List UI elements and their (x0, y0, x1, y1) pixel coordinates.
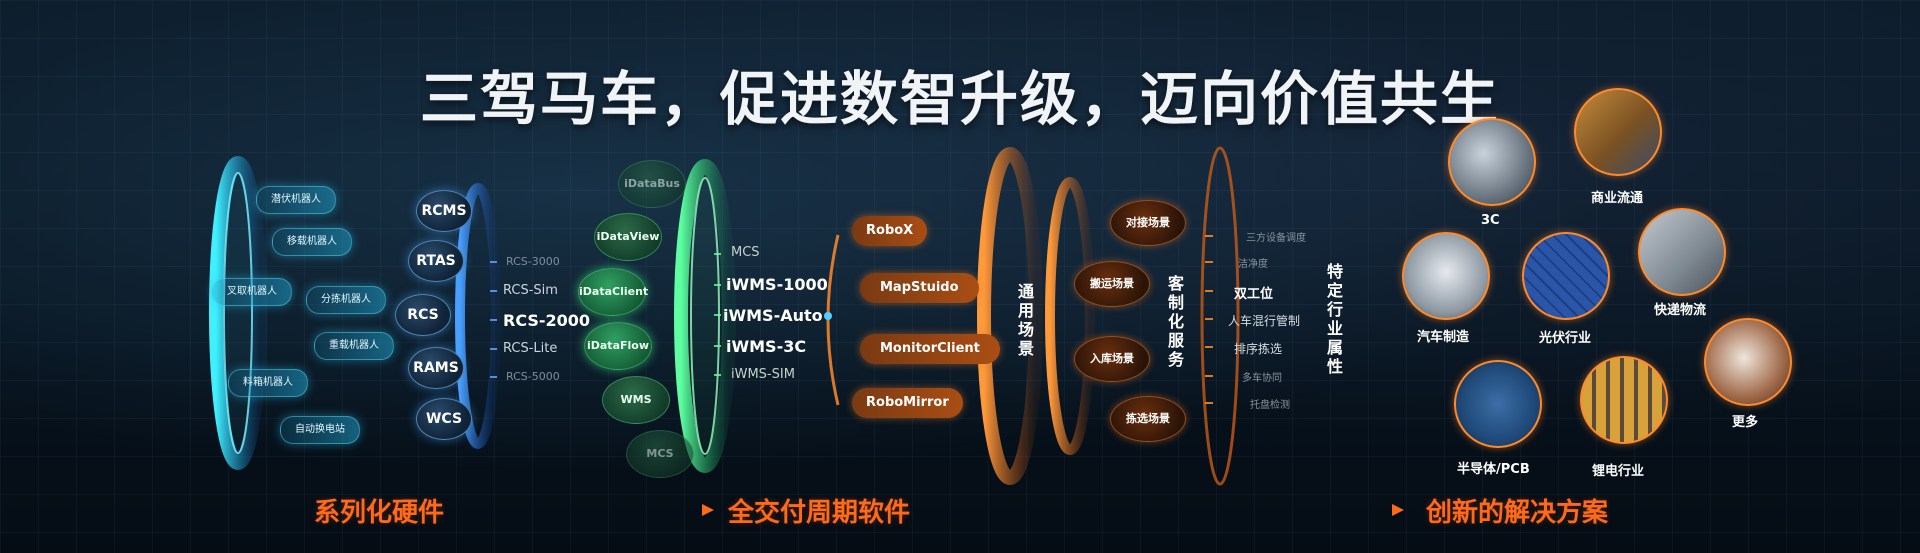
custom-service-label: 客制化服务 (1167, 274, 1184, 369)
industry-attribute-label: 特定行业属性 (1326, 262, 1343, 376)
industry-image-semiconductor (1454, 360, 1542, 448)
service-item: 排序拣选 (1234, 342, 1283, 356)
tool-pill: MapStuido (860, 273, 979, 303)
system-bubble: RCS (395, 294, 451, 336)
industry-image-solar (1522, 232, 1610, 320)
bottom-arrow-2-head (1392, 504, 1404, 516)
solution-ring-2 (1045, 177, 1095, 455)
rcs-item: RCS-Lite (503, 341, 558, 356)
rcs-item-highlight: RCS-2000 (503, 311, 591, 330)
industry-image-3c (1448, 118, 1536, 206)
service-item: 多车协同 (1242, 373, 1282, 384)
solution-ring-1 (977, 147, 1043, 485)
system-bubble: RAMS (408, 347, 464, 389)
industry-label: 汽车制造 (1417, 330, 1470, 345)
general-scene-label: 通用场景 (1017, 282, 1034, 358)
rcs-item: RCS-3000 (506, 255, 560, 268)
tools-arc (826, 234, 840, 406)
page-title: 三驾马车，促进数智升级，迈向价值共生 (419, 65, 1500, 133)
wms-ticks (714, 253, 721, 376)
robot-pill: 料箱机器人 (228, 369, 308, 397)
bottom-label-solution: 创新的解决方案 (1426, 498, 1609, 528)
rcs-item: RCS-5000 (506, 370, 560, 383)
tool-pill: MonitorClient (860, 334, 1000, 364)
tools-arc-dot (824, 312, 832, 320)
wms-item: MCS (731, 245, 760, 260)
hardware-ring (209, 156, 267, 470)
system-bubble: WCS (416, 398, 472, 440)
industry-label: 3C (1481, 213, 1500, 228)
software-bubble: iDataBus (618, 160, 686, 208)
software-ring (674, 159, 736, 473)
robot-pill: 移载机器人 (272, 228, 352, 256)
software-bubble: iDataFlow (584, 322, 652, 370)
software-bubble: MCS (626, 430, 694, 478)
scene-bubble: 搬运场景 (1074, 261, 1150, 307)
industry-image-lithium (1580, 356, 1668, 444)
wms-item: iWMS-1000 (726, 275, 828, 294)
service-item: 洁净度 (1238, 259, 1268, 270)
tool-pill: RoboX (852, 216, 928, 246)
software-bubble: WMS (602, 376, 670, 424)
robot-pill: 叉取机器人 (212, 278, 292, 306)
tool-pill: RoboMirror (852, 388, 963, 418)
industry-label: 更多 (1732, 415, 1759, 430)
wms-item: iWMS-3C (726, 337, 807, 356)
rcs-ticks (490, 261, 497, 378)
industry-label: 商业流通 (1591, 191, 1644, 206)
industry-label: 锂电行业 (1592, 464, 1645, 479)
service-item: 双工位 (1234, 287, 1274, 302)
service-item: 托盘检测 (1250, 400, 1290, 411)
rcs-item: RCS-Sim (503, 283, 558, 298)
service-item: 人车混行管制 (1228, 314, 1301, 328)
scene-bubble: 对接场景 (1110, 200, 1186, 246)
software-bubble: iDataClient (578, 268, 648, 316)
hardware-ring-inner (223, 172, 253, 454)
scene-bubble: 拣选场景 (1110, 396, 1186, 442)
bottom-label-software: 全交付周期软件 (728, 498, 911, 528)
bottom-arrow-1-head (702, 504, 714, 516)
industry-image-auto (1402, 232, 1490, 320)
system-bubble: RTAS (408, 240, 464, 282)
scene-bubble: 入库场景 (1074, 336, 1150, 382)
rcs-ring (455, 183, 501, 449)
bottom-label-hardware: 系列化硬件 (314, 498, 445, 528)
robot-pill: 自动换电站 (280, 416, 360, 444)
industry-image-commerce (1574, 88, 1662, 176)
wms-item: iWMS-SIM (731, 367, 795, 382)
industry-image-more (1704, 318, 1792, 406)
robot-pill: 重载机器人 (314, 332, 394, 360)
robot-pill: 分拣机器人 (306, 286, 386, 314)
industry-image-express (1638, 208, 1726, 296)
system-bubble: RCMS (416, 190, 472, 232)
wms-item: iWMS-Auto (723, 306, 823, 325)
service-ticks (1205, 235, 1213, 404)
industry-label: 光伏行业 (1539, 331, 1592, 346)
service-item: 三方设备调度 (1246, 233, 1306, 244)
industry-label: 半导体/PCB (1457, 462, 1530, 477)
software-bubble: iDataView (594, 213, 662, 261)
industry-label: 快递物流 (1654, 303, 1707, 318)
robot-pill: 潜伏机器人 (256, 186, 336, 214)
solution-ring-3 (1200, 146, 1240, 486)
